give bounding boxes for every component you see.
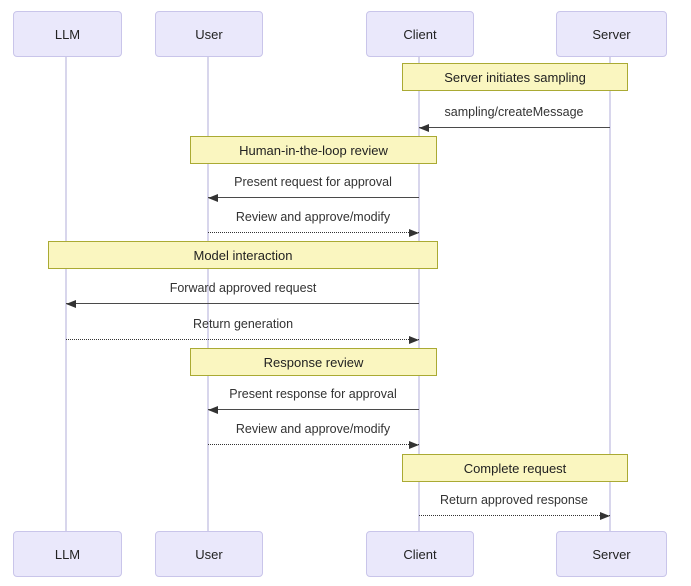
- lifeline-server: [609, 57, 611, 531]
- note-label: Server initiates sampling: [444, 69, 586, 85]
- actor-label: User: [195, 26, 223, 42]
- note-server-initiates-sampling: Server initiates sampling: [402, 63, 628, 91]
- actor-label: LLM: [54, 26, 81, 42]
- actor-top-llm: LLM: [13, 11, 122, 57]
- arrowhead-right-icon: [409, 336, 419, 344]
- message-line: [66, 339, 419, 340]
- actor-bottom-client: Client: [366, 531, 474, 577]
- lifeline-client: [418, 57, 420, 531]
- actor-top-client: Client: [366, 11, 474, 57]
- lifeline-user: [207, 57, 209, 531]
- message-label: Forward approved request: [169, 281, 317, 295]
- actor-top-server: Server: [556, 11, 667, 57]
- message-line: [208, 232, 419, 233]
- actor-label: Client: [403, 26, 437, 42]
- actor-bottom-server: Server: [556, 531, 667, 577]
- note-label: Complete request: [463, 460, 567, 476]
- message-label: Review and approve/modify: [235, 422, 391, 436]
- message-label: Return generation: [192, 317, 294, 331]
- actor-top-user: User: [155, 11, 263, 57]
- note-human-in-the-loop-review: Human-in-the-loop review: [190, 136, 437, 164]
- message-line: [208, 409, 419, 410]
- note-model-interaction: Model interaction: [48, 241, 438, 269]
- actor-bottom-llm: LLM: [13, 531, 122, 577]
- actor-label: Server: [592, 546, 631, 562]
- message-label: Review and approve/modify: [235, 210, 391, 224]
- arrowhead-left-icon: [419, 124, 429, 132]
- arrowhead-right-icon: [409, 441, 419, 449]
- actor-label: Server: [592, 26, 631, 42]
- note-label: Model interaction: [193, 247, 293, 263]
- note-label: Human-in-the-loop review: [239, 142, 388, 158]
- note-label: Response review: [263, 354, 364, 370]
- actor-bottom-user: User: [155, 531, 263, 577]
- message-label: Return approved response: [439, 493, 589, 507]
- arrowhead-left-icon: [208, 406, 218, 414]
- message-label: Present request for approval: [234, 175, 392, 189]
- arrowhead-right-icon: [600, 512, 610, 520]
- arrowhead-left-icon: [208, 194, 218, 202]
- note-complete-request: Complete request: [402, 454, 628, 482]
- message-line: [419, 515, 610, 516]
- message-label: sampling/createMessage: [444, 105, 584, 119]
- message-line: [66, 303, 419, 304]
- note-response-review: Response review: [190, 348, 437, 376]
- message-label: Present response for approval: [229, 387, 397, 401]
- message-line: [208, 197, 419, 198]
- actor-label: LLM: [54, 546, 81, 562]
- arrowhead-right-icon: [409, 229, 419, 237]
- message-line: [419, 127, 610, 128]
- actor-label: User: [195, 546, 223, 562]
- arrowhead-left-icon: [66, 300, 76, 308]
- actor-label: Client: [403, 546, 437, 562]
- message-line: [208, 444, 419, 445]
- lifeline-llm: [65, 57, 67, 531]
